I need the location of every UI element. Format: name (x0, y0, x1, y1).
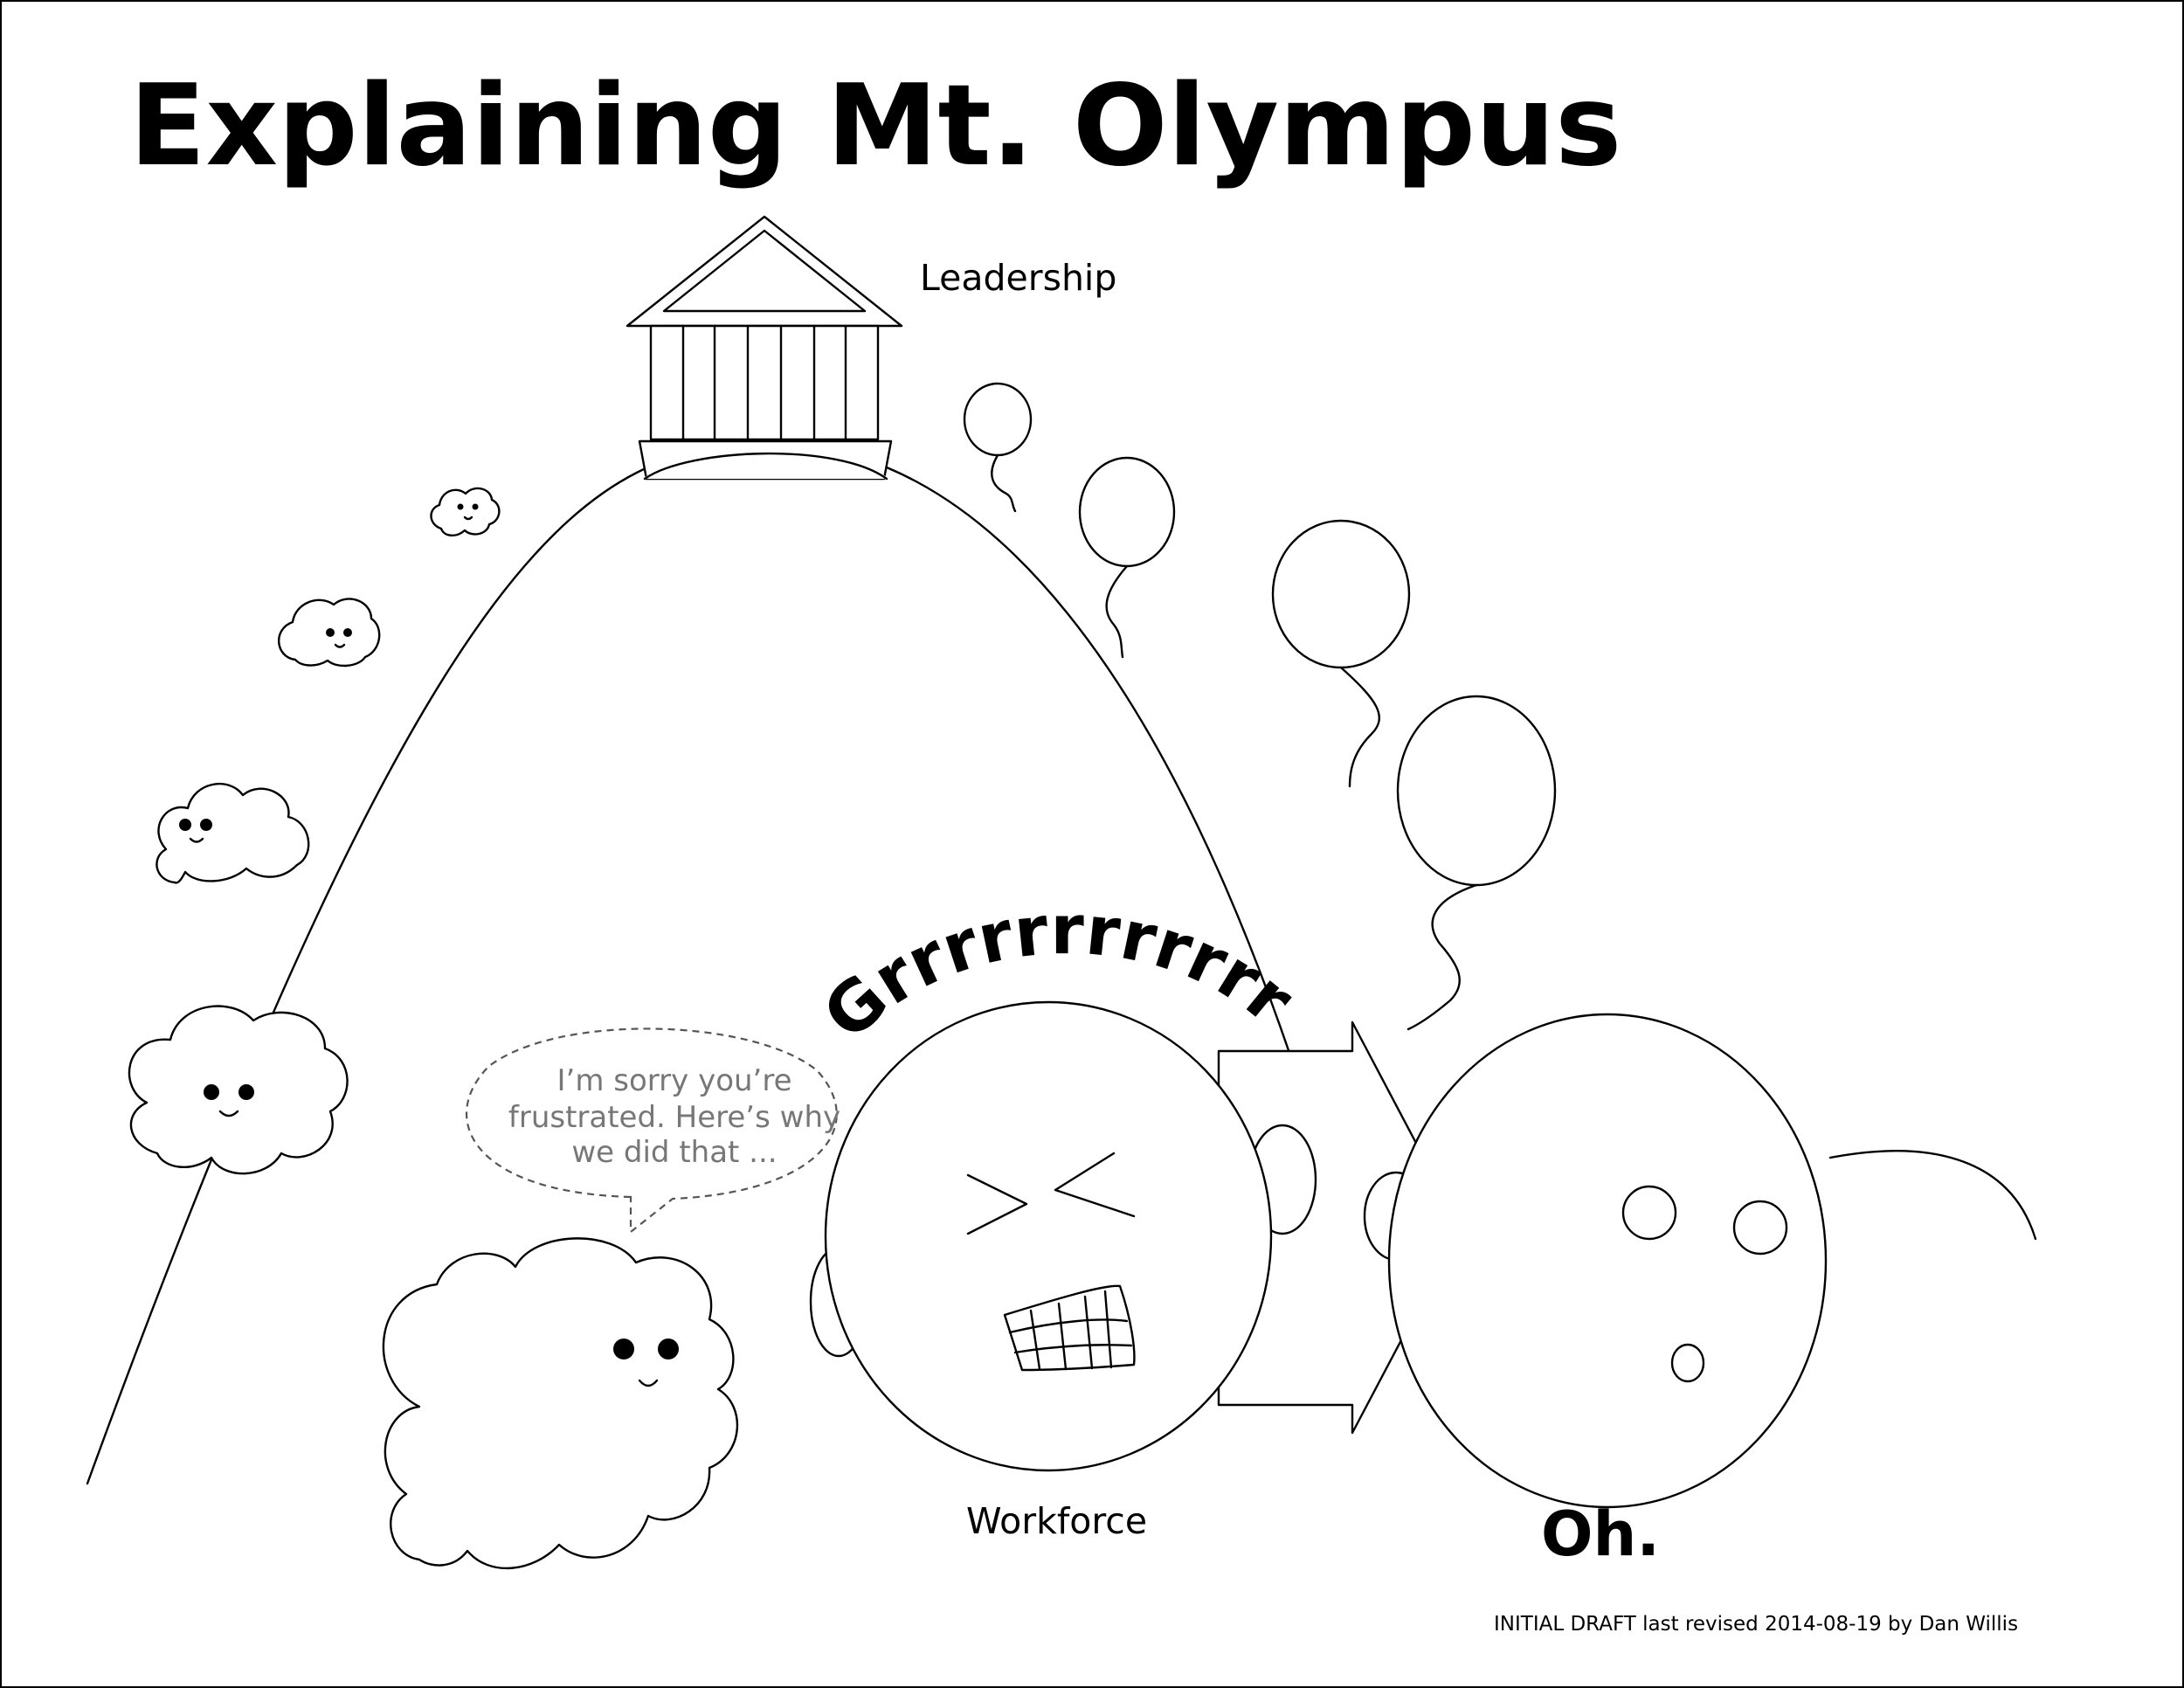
cloud-icon-small (278, 598, 381, 668)
cloud-icon-tiny (430, 487, 501, 536)
temple-icon (625, 215, 903, 481)
speech-line-1: I’m sorry you’re (557, 1063, 792, 1098)
workforce-head-surprised (1363, 1013, 2037, 1509)
cloud-icon-xlarge (382, 1237, 739, 1570)
mountain-peak-outline (643, 452, 888, 481)
leadership-label: Leadership (920, 257, 1116, 299)
footer-note: INITIAL DRAFT last revised 2014-08-19 by… (1494, 1613, 2018, 1636)
ground-curve (1828, 1150, 2037, 1241)
balloon-icon-3 (1271, 519, 1411, 788)
balloon-icon-4 (1396, 695, 1557, 1031)
surprised-eye-left-icon (1621, 1185, 1677, 1241)
gritted-teeth-icon (1003, 1284, 1136, 1372)
balloon-icon-2 (1078, 456, 1176, 659)
workforce-label: Workforce (966, 1500, 1147, 1542)
squint-eye-right-icon (1054, 1152, 1136, 1218)
surprised-mouth-icon (1670, 1343, 1705, 1383)
surprised-eye-right-icon (1732, 1200, 1788, 1256)
cloud-icon-large (128, 1005, 349, 1175)
speech-line-2: frustrated. Here’s why (508, 1100, 840, 1135)
speech-line-3: we did that ... (571, 1135, 777, 1170)
workforce-head-angry (809, 1000, 1317, 1472)
oh-label: Oh. (1541, 1498, 1660, 1570)
balloon-icon-1 (963, 382, 1033, 513)
cloud-icon-medium (156, 782, 310, 884)
speech-bubble: I’m sorry you’re frustrated. Here’s why … (466, 1027, 840, 1235)
page-title: Explaining Mt. Olympus (129, 61, 1621, 191)
squint-eye-left-icon (966, 1173, 1028, 1235)
